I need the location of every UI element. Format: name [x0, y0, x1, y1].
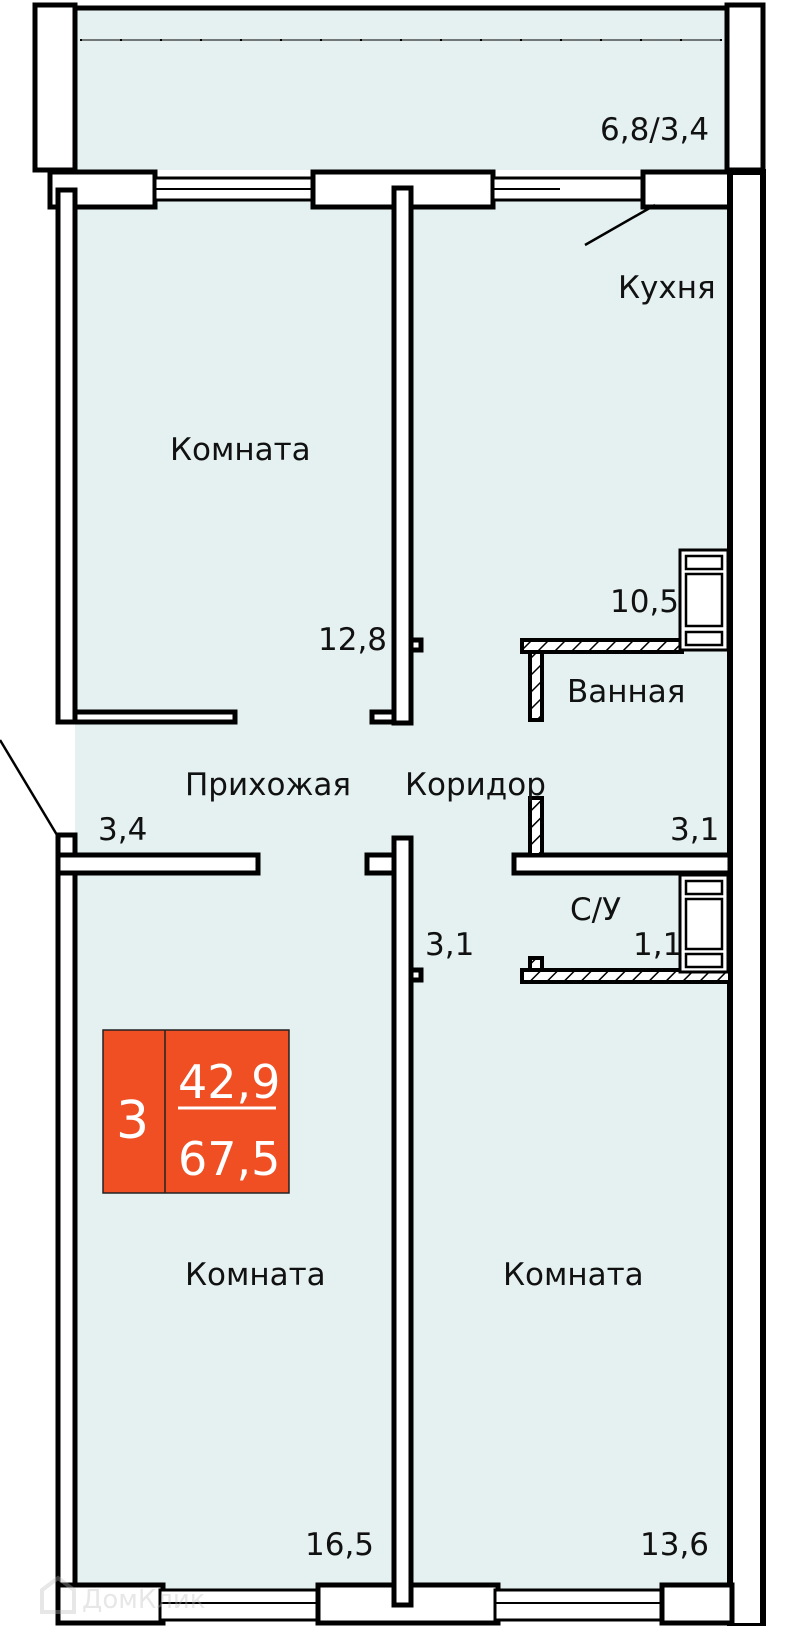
room-name-room-2: Комната [185, 1257, 326, 1293]
living-area: 42,9 [178, 1055, 280, 1109]
toilet-fixture [678, 873, 730, 974]
bottom-wall [55, 1582, 735, 1626]
interior-walls [55, 185, 733, 1608]
room-name-room-1: Комната [170, 432, 311, 468]
domclick-watermark: ДомКлик [40, 1575, 206, 1615]
rooms-count: 3 [116, 1091, 149, 1151]
bathroom-partitions [520, 638, 732, 984]
left-outer-wall [0, 187, 78, 1608]
room-area-room-3: 13,6 [640, 1527, 709, 1563]
room-area-bathroom: 3,1 [670, 812, 719, 848]
room-area-hallway: 3,4 [98, 812, 147, 848]
svg-text:ДомКлик: ДомКлик [82, 1585, 206, 1615]
room-area-kitchen: 10,5 [610, 584, 679, 620]
room-name-hallway: Прихожая [185, 767, 351, 803]
room-area-room-1: 12,8 [318, 622, 387, 658]
room-name-corridor: Коридор [405, 767, 546, 803]
right-outer-wall [727, 169, 766, 1626]
room-name-room-3: Комната [503, 1257, 644, 1293]
balcony-floor [75, 10, 727, 170]
room-name-wc: С/У [570, 892, 621, 928]
room-area-room-2: 16,5 [305, 1527, 374, 1563]
room-area-wc: 1,1 [633, 927, 682, 963]
room-name-kitchen: Кухня [618, 270, 716, 306]
room-name-bathroom: Ванная [567, 674, 685, 710]
balcony-area: 6,8/3,4 [600, 112, 709, 148]
apartment-badge: 3 42,9 67,5 [102, 1029, 290, 1194]
total-area: 67,5 [178, 1132, 280, 1186]
room-area-corridor: 3,1 [425, 927, 474, 963]
bathtub-fixture [678, 548, 730, 652]
